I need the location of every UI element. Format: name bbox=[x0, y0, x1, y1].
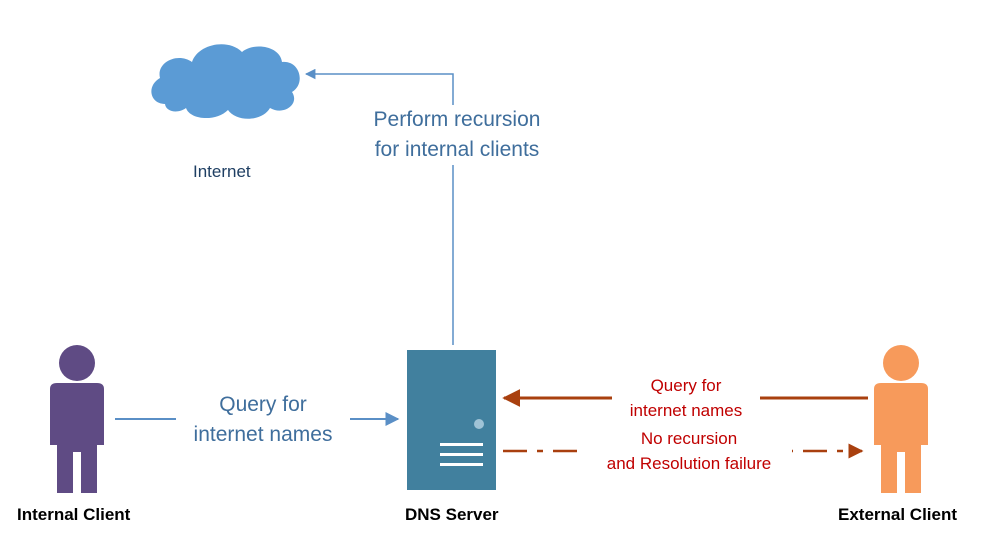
recursion-arrow-top bbox=[304, 68, 454, 108]
recursion-label: Perform recursion for internal clients bbox=[353, 105, 561, 165]
failure-response-label-line1: No recursion bbox=[640, 429, 738, 448]
internal-client-person-icon bbox=[50, 345, 104, 493]
internal-query-label-line2: internet names bbox=[193, 423, 333, 446]
internal-query-label-line1: Query for bbox=[219, 393, 307, 416]
external-client-label: External Client bbox=[838, 505, 958, 524]
failure-response-label: No recursion and Resolution failure bbox=[586, 426, 792, 476]
recursion-label-line1: Perform recursion bbox=[373, 108, 541, 131]
internet-label: Internet bbox=[193, 162, 251, 181]
recursion-label-line2: for internal clients bbox=[374, 138, 540, 161]
internal-query-label: Query for internet names bbox=[176, 390, 350, 450]
external-query-label: Query for internet names bbox=[612, 373, 760, 423]
external-query-label-line1: Query for bbox=[650, 376, 722, 395]
external-client-person-icon bbox=[874, 345, 928, 493]
internet-cloud-icon bbox=[151, 44, 300, 119]
failure-response-label-line2: and Resolution failure bbox=[606, 454, 772, 473]
external-query-label-line2: internet names bbox=[629, 401, 743, 420]
dns-server-icon bbox=[407, 350, 496, 490]
internal-client-label: Internal Client bbox=[17, 505, 131, 524]
dns-server-label: DNS Server bbox=[405, 505, 499, 524]
